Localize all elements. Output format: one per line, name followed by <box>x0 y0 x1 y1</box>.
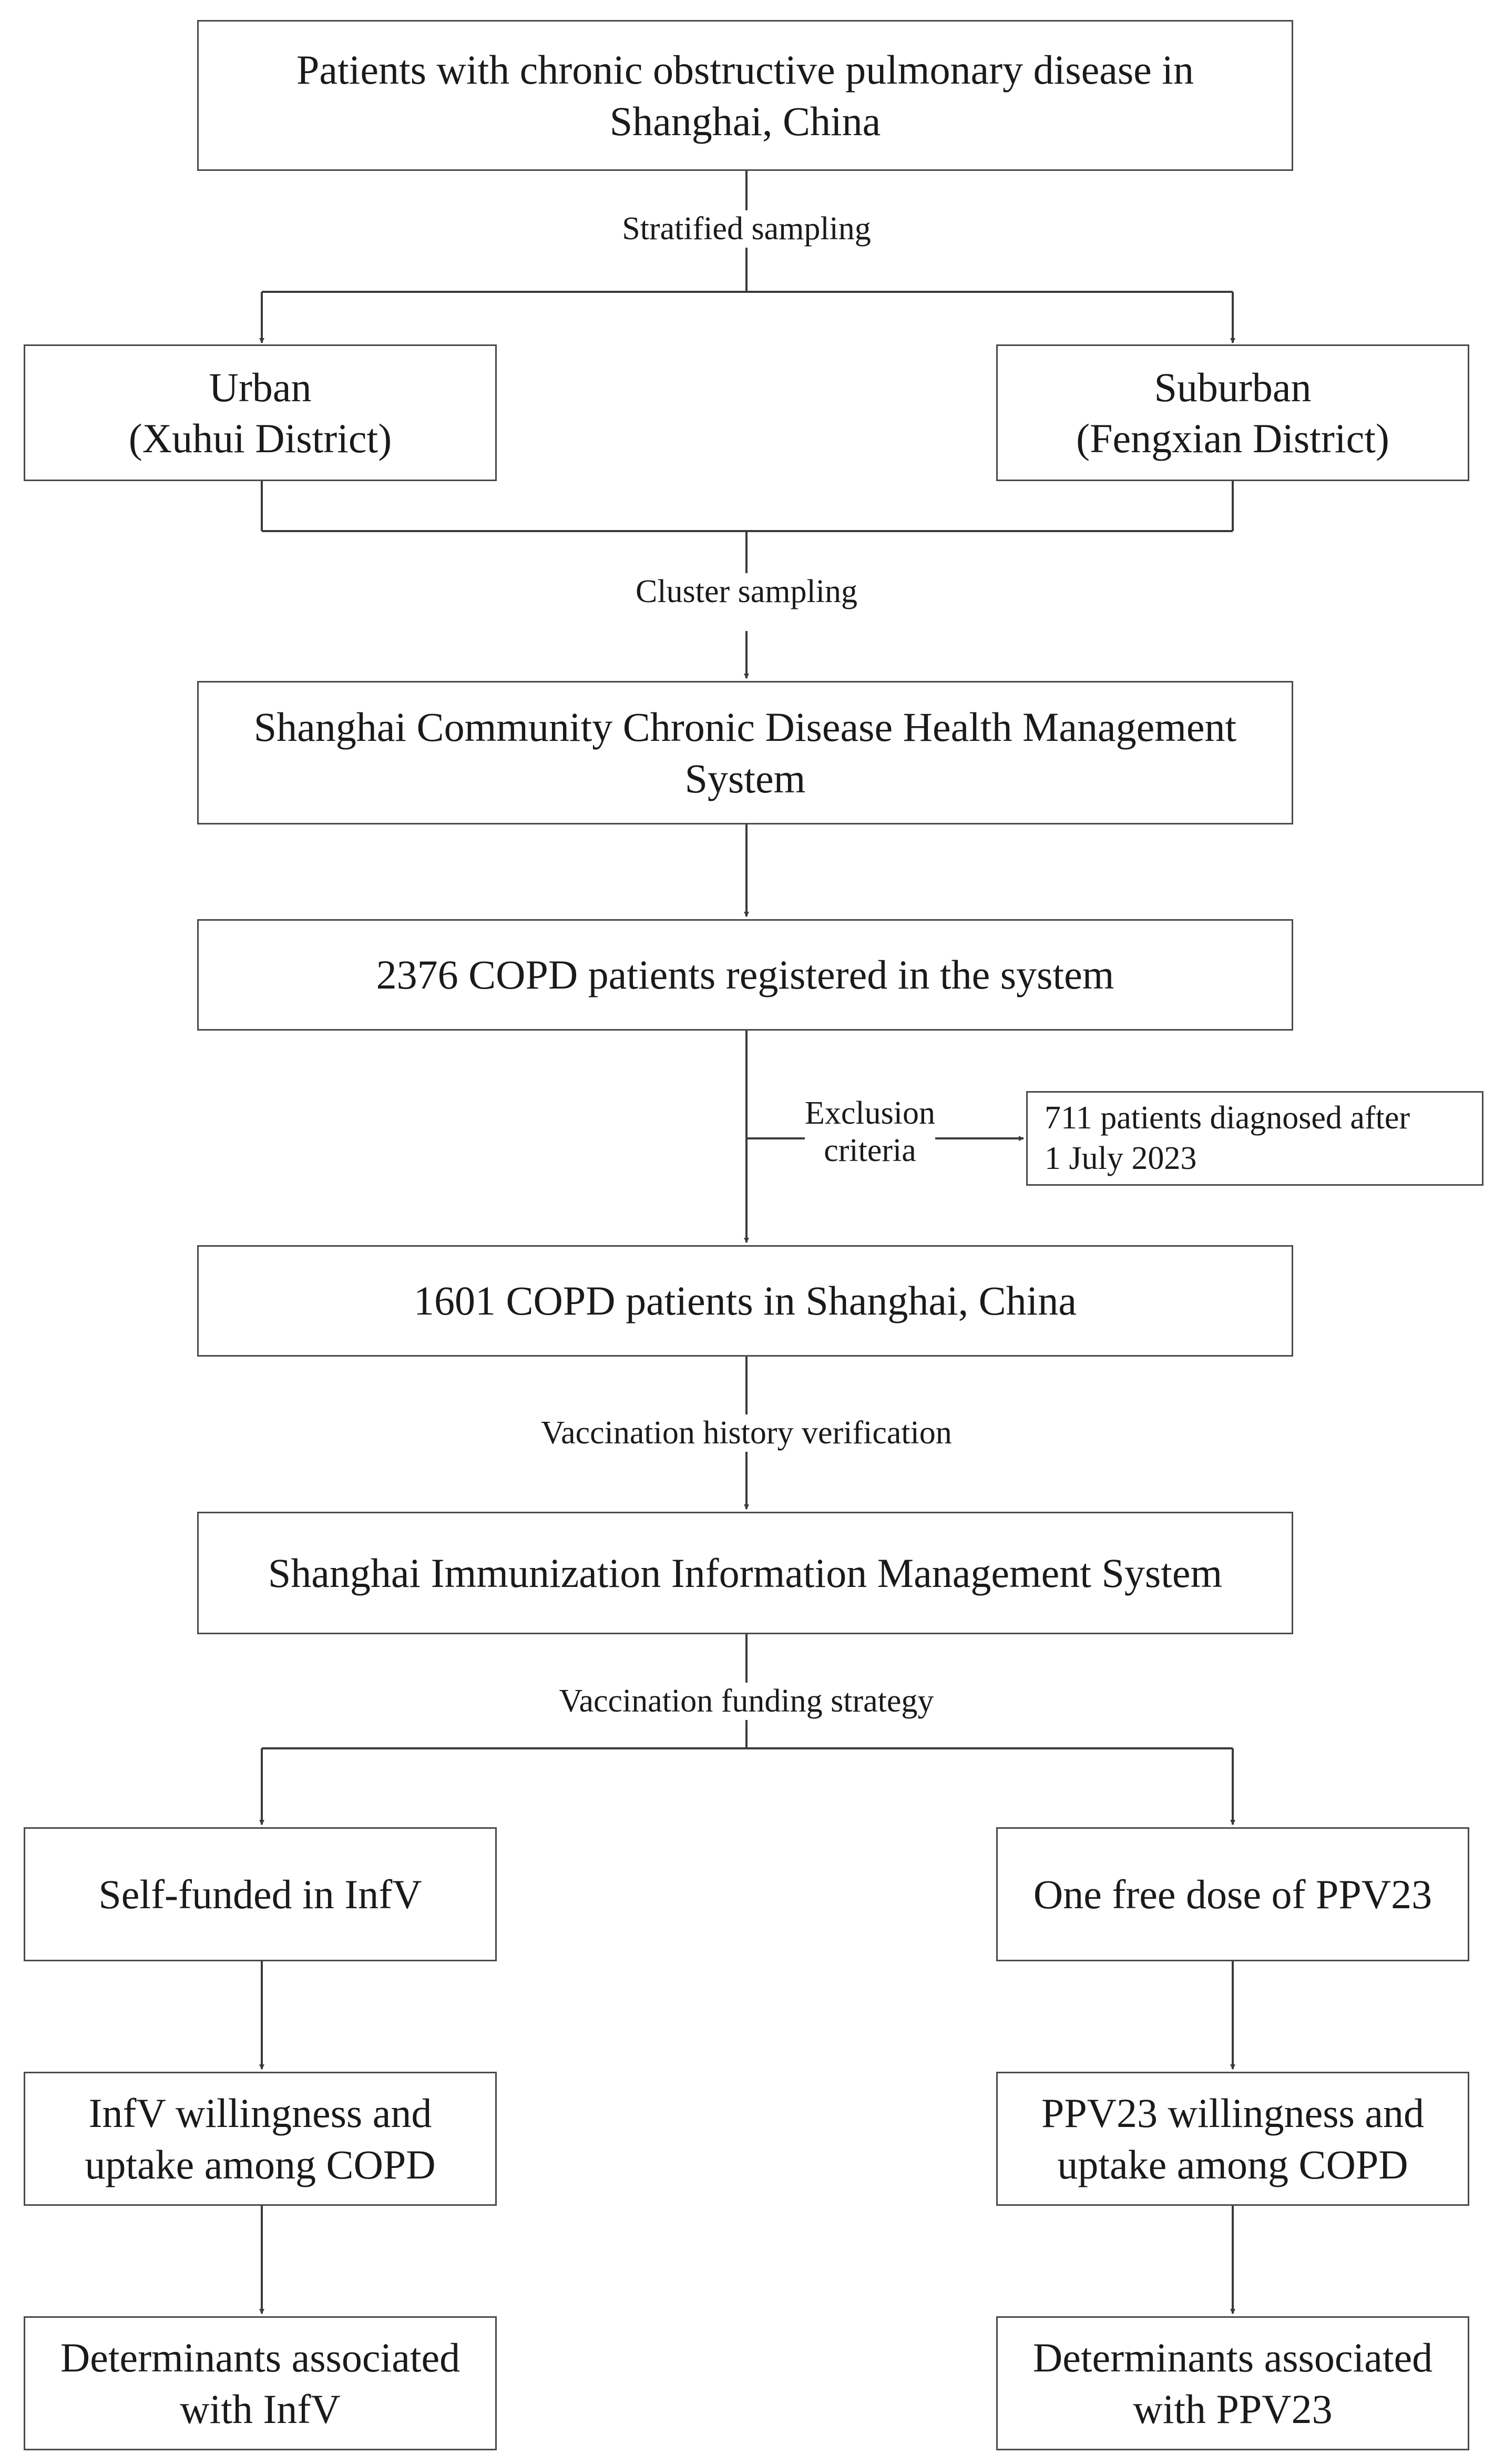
cluster-sampling-label: Cluster sampling <box>636 573 857 611</box>
ppv23-funding-box: One free dose of PPV23 <box>996 1827 1469 1961</box>
exclusion-line-1: Exclusion <box>805 1095 935 1131</box>
ppv23-determinants-box: Determinants associated with PPV23 <box>996 2316 1469 2450</box>
exclusion-line-2: criteria <box>824 1133 916 1169</box>
registered-text: 2376 COPD patients registered in the sys… <box>376 952 1114 998</box>
population-line-2: Shanghai, China <box>609 98 881 144</box>
infv-determinants-line-2: with InfV <box>180 2386 341 2432</box>
excluded-line-1: 711 patients diagnosed after <box>1045 1099 1410 1136</box>
immunization-system-box: Shanghai Immunization Information Manage… <box>197 1512 1293 1634</box>
ppv23-willingness-box: PPV23 willingness and uptake among COPD <box>996 2072 1469 2206</box>
excluded-patients-box: 711 patients diagnosed after 1 July 2023 <box>1026 1091 1483 1186</box>
system-line-1: Shanghai Community Chronic Disease Healt… <box>253 704 1237 750</box>
registered-patients-box: 2376 COPD patients registered in the sys… <box>197 919 1293 1031</box>
immunization-text: Shanghai Immunization Information Manage… <box>268 1550 1223 1596</box>
infv-funding-box: Self-funded in InfV <box>24 1827 497 1961</box>
excluded-line-2: 1 July 2023 <box>1045 1141 1197 1176</box>
suburban-box: Suburban (Fengxian District) <box>996 344 1469 481</box>
ppv23-funding-text: One free dose of PPV23 <box>1033 1871 1432 1917</box>
ppv23-determinants-line-1: Determinants associated <box>1032 2335 1433 2380</box>
stratified-sampling-label: Stratified sampling <box>622 210 871 248</box>
exclusion-criteria-label: Exclusion criteria <box>805 1095 935 1170</box>
urban-line-1: Urban <box>209 364 312 410</box>
final-cohort-box: 1601 COPD patients in Shanghai, China <box>197 1245 1293 1357</box>
suburban-line-2: (Fengxian District) <box>1076 415 1389 461</box>
population-box: Patients with chronic obstructive pulmon… <box>197 20 1293 171</box>
infv-willingness-line-2: uptake among COPD <box>85 2141 436 2187</box>
infv-willingness-line-1: InfV willingness and <box>88 2090 432 2136</box>
chronic-disease-system-box: Shanghai Community Chronic Disease Healt… <box>197 681 1293 824</box>
ppv23-willingness-line-2: uptake among COPD <box>1057 2141 1408 2187</box>
urban-line-2: (Xuhui District) <box>128 415 392 461</box>
urban-box: Urban (Xuhui District) <box>24 344 497 481</box>
population-line-1: Patients with chronic obstructive pulmon… <box>296 47 1194 93</box>
infv-willingness-box: InfV willingness and uptake among COPD <box>24 2072 497 2206</box>
infv-determinants-box: Determinants associated with InfV <box>24 2316 497 2450</box>
system-line-2: System <box>684 755 806 801</box>
vaccination-funding-label: Vaccination funding strategy <box>559 1683 934 1720</box>
vaccination-verification-label: Vaccination history verification <box>541 1414 952 1452</box>
ppv23-determinants-line-2: with PPV23 <box>1133 2386 1333 2432</box>
suburban-line-1: Suburban <box>1154 364 1312 410</box>
infv-determinants-line-1: Determinants associated <box>60 2335 461 2380</box>
ppv23-willingness-line-1: PPV23 willingness and <box>1041 2090 1425 2136</box>
final-text: 1601 COPD patients in Shanghai, China <box>414 1278 1077 1324</box>
infv-funding-text: Self-funded in InfV <box>98 1871 422 1917</box>
